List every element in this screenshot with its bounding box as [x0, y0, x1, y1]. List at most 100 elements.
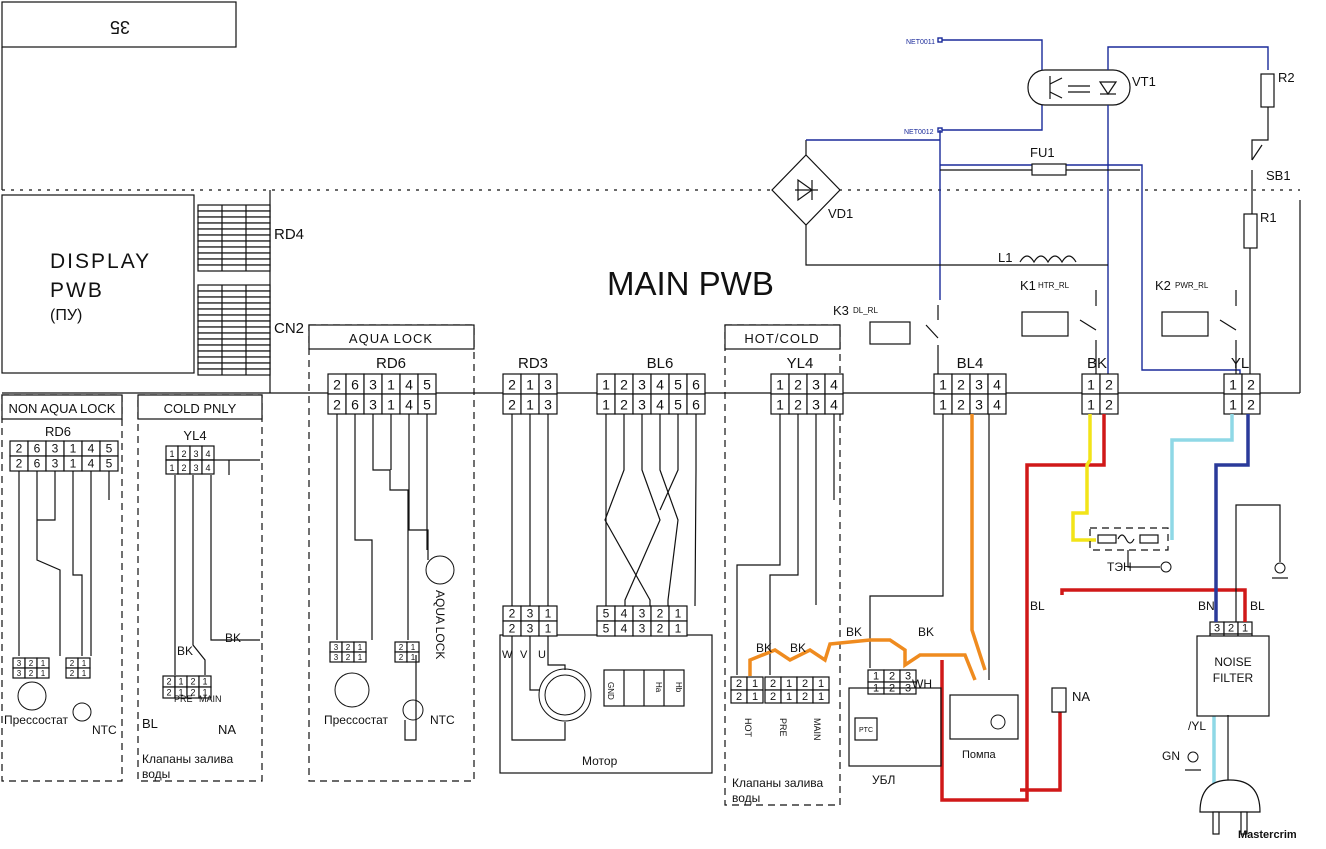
- press-1-pin-number: 1: [41, 669, 46, 678]
- valve-hot-pin-number: 1: [752, 691, 758, 703]
- nf-top-pin-number: 1: [1242, 622, 1248, 634]
- aqua-lock-vertical: AQUA LOCK: [433, 590, 447, 659]
- switch-sb1: SB1: [1251, 144, 1291, 214]
- hot-cold-group: [724, 324, 841, 806]
- valve-cold-only-pin-number: 2: [190, 688, 195, 698]
- valve-cold-pin-number: 1: [786, 678, 792, 690]
- pressostat-label-1: Прессостат: [4, 713, 69, 727]
- rd6-small-pin-number: 3: [52, 457, 59, 471]
- r2-label: R2: [1278, 70, 1295, 85]
- ntc-1-pin-number: 2: [70, 669, 75, 678]
- cn2-pin-row: [197, 290, 271, 298]
- hall-pin-cell: [668, 620, 688, 637]
- k1-label: K1: [1020, 278, 1036, 293]
- rd4-pin-row: [197, 234, 271, 242]
- rd6-small-pin-number: 2: [16, 442, 23, 456]
- yl-pin-number: 2: [1247, 377, 1255, 393]
- yl4-small-pin-number: 3: [193, 449, 198, 459]
- valve-cold-pin-number: 2: [770, 691, 776, 703]
- valve-main-pin-number: 1: [818, 678, 824, 690]
- bl6-label: BL6: [647, 355, 674, 372]
- rd3-pin-number: 1: [526, 377, 534, 393]
- motor-label: Мотор: [582, 754, 618, 768]
- yl4-pin-number: 2: [794, 397, 802, 413]
- valves-label-1b: воды: [142, 767, 170, 781]
- rd4-pin-row: [197, 252, 271, 260]
- rd3-pin-number: 3: [544, 397, 552, 413]
- ntc-2-pin-number: 1: [411, 653, 416, 662]
- bl6-pin-number: 1: [602, 377, 610, 393]
- bl6-pin-number: 5: [674, 397, 682, 413]
- gnd-label: GND: [606, 682, 615, 700]
- l1-label: L1: [998, 250, 1012, 265]
- bl4-pin-number: 4: [993, 397, 1001, 413]
- display-pwb-title: DISPLAY: [50, 250, 151, 273]
- main-label-1: MAIN: [199, 694, 222, 704]
- ptc-label: PTC: [859, 727, 873, 734]
- display-pwb: DISPLAY PWB (ПУ): [1, 194, 195, 374]
- rd4-pin-row: [197, 258, 271, 266]
- r1-label: R1: [1260, 210, 1277, 225]
- yl4-small-pin-number: 4: [205, 463, 210, 473]
- press-2-pin-number: 3: [334, 643, 339, 652]
- rd6-small-pin-number: 1: [70, 457, 77, 471]
- relay-k2: K2 PWR_RL: [1155, 278, 1237, 380]
- rd6-small-pin-number: 5: [106, 457, 113, 471]
- rd4-pin-row: [197, 216, 271, 224]
- valve-cold-only-pin-number: 2: [166, 688, 171, 698]
- heater-ten: ТЭН: [1089, 527, 1172, 574]
- cn2-pin-row: [197, 302, 271, 310]
- connector-pins: 2266331144552211331122334455661122334411…: [9, 373, 1261, 715]
- yl4-pin-number: 4: [830, 377, 838, 393]
- rd6-small-pin-number: 6: [34, 457, 41, 471]
- bk-pin-number: 2: [1105, 377, 1113, 393]
- valve-cold-only-pin-number: 1: [202, 677, 207, 687]
- ntc-2-pin-number: 2: [399, 653, 404, 662]
- bk-label: BK: [1087, 355, 1107, 372]
- yl-pin-number: 1: [1229, 397, 1237, 413]
- rd6-small-pin-number: 5: [106, 442, 113, 456]
- hall-pin-number: 4: [621, 607, 628, 621]
- rd6-pin-number: 1: [387, 377, 395, 393]
- page-number-box: 35: [1, 1, 237, 48]
- rd4-pin-row: [197, 264, 271, 272]
- ubl-pin-number: 1: [873, 670, 879, 682]
- cn2-pin-row: [197, 326, 271, 334]
- cn2-pin-row: [197, 338, 271, 346]
- internal-wiring: [17, 414, 990, 741]
- pressostat-label-2: Прессостат: [324, 713, 389, 727]
- bk-label-5: BK: [846, 625, 862, 639]
- rd6-small-pin-number: 6: [34, 442, 41, 456]
- valve-hot-pin-number: 1: [752, 678, 758, 690]
- bl-label-2: BL: [1030, 599, 1045, 613]
- valve-main-pin-number: 1: [818, 691, 824, 703]
- press-1-pin-cell: [36, 667, 50, 679]
- press-2-pin-number: 2: [346, 653, 351, 662]
- ntc-2-pin-number: 2: [399, 643, 404, 652]
- hot-label: HOT: [743, 718, 753, 738]
- bl4-pin-number: 3: [975, 397, 983, 413]
- rd3-pin-number: 2: [508, 377, 516, 393]
- press-1-pin-number: 3: [17, 659, 22, 668]
- bl4-pin-number: 4: [993, 377, 1001, 393]
- rd3-label: RD3: [518, 355, 548, 372]
- valve-cold-only-pin-number: 1: [178, 677, 183, 687]
- rd6-small-pin-number: 3: [52, 442, 59, 456]
- bl6-pin-number: 4: [656, 377, 664, 393]
- press-1-pin-number: 2: [29, 659, 34, 668]
- bl4-pin-number: 2: [957, 377, 965, 393]
- main-pwb-label: MAIN PWB: [607, 265, 774, 302]
- valve-main-pin-cell: [812, 689, 830, 704]
- cn2-pin-row: [197, 308, 271, 316]
- optocoupler-vt1: NET0011 NET0012 VT1: [904, 37, 1156, 136]
- ntc-2-pin-number: 1: [411, 643, 416, 652]
- valve-cold-only-pin-cell: [198, 686, 212, 699]
- valve-main-pin-number: 2: [802, 691, 808, 703]
- net0012-label: NET0012: [904, 129, 934, 136]
- relay-k3: K3 DL_RL: [833, 303, 939, 380]
- hall-pin-number: 1: [675, 622, 682, 636]
- colored-wiring: [748, 414, 1250, 802]
- relay-k1: K1 HTR_RL: [1020, 278, 1097, 380]
- press-1-pin-number: 3: [17, 669, 22, 678]
- gn-label: GN: [1162, 749, 1180, 763]
